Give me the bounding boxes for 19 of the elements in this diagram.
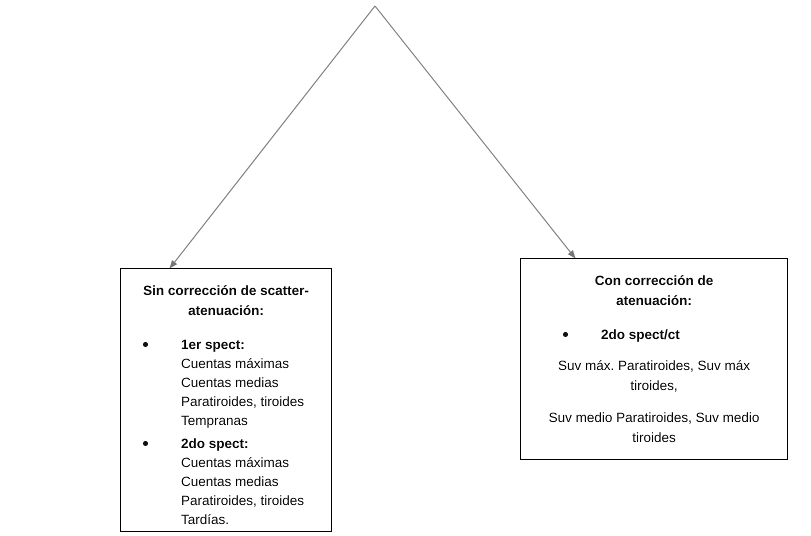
body-text: Suv medio Paratiroides, Suv medio tiroides [548, 409, 760, 447]
body-text: Suv máx. Paratiroides, Suv máx tiroides, [556, 357, 752, 395]
list-item-heading: 2do spect/ct [601, 326, 680, 344]
text-box [120, 268, 332, 532]
list-item-heading: 2do spect: [181, 435, 249, 453]
list-line: Tempranas [181, 412, 249, 430]
list-line: Paratiroides, tiroides [181, 492, 306, 510]
list-line: Paratiroides, tiroides [181, 393, 306, 411]
list-item-heading: 1er spect: [181, 336, 245, 354]
list-line: Cuentas medias [181, 374, 280, 392]
text-box [520, 258, 788, 460]
list-line: Cuentas medias [181, 473, 280, 491]
box-heading: Sin corrección de scatter-atenuación: [142, 282, 310, 320]
box-heading: Con corrección de atenuación: [594, 272, 714, 310]
arrow [374, 6, 576, 259]
list-line: Tardías. [181, 511, 230, 529]
list-line: Cuentas máximas [181, 454, 290, 472]
list-line: Cuentas máximas [181, 355, 290, 373]
arrow [169, 6, 376, 269]
